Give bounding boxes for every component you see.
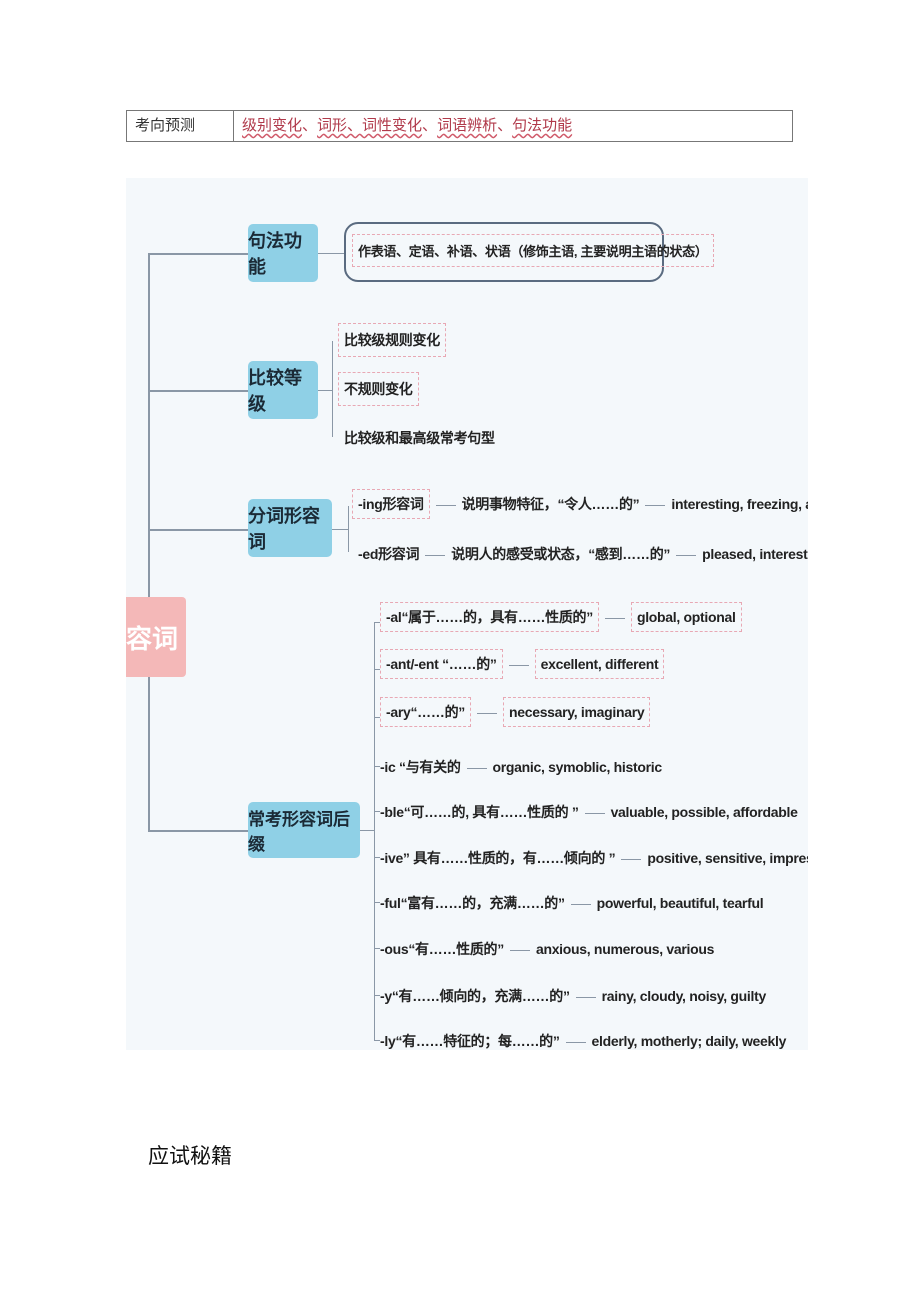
suffix-examples: organic, symoblic, historic — [492, 759, 663, 775]
forecast-link[interactable]: 词形、词性变化 — [317, 118, 423, 134]
suffix-row: -al“属于……的，具有……性质的” global, optional — [380, 602, 742, 632]
suffix-examples: excellent, different — [534, 649, 665, 679]
participle-meaning: 说明事物特征，“令人……的” — [461, 496, 640, 512]
connector — [374, 857, 380, 858]
suffix-row: -ic “与有关的 organic, symoblic, historic — [380, 757, 662, 777]
root-node: 形容词 — [126, 597, 186, 677]
connector — [332, 341, 333, 437]
suffix-examples: valuable, possible, affordable — [610, 804, 798, 820]
participle-row: -ed形容词 说明人的感受或状态，“感到……的” pleased, interest… — [358, 544, 808, 564]
connector — [604, 617, 625, 619]
forecast-link[interactable]: 级别变化 — [242, 118, 303, 134]
suffix-label: -y“有……倾向的，充满……的” — [380, 988, 570, 1004]
suffix-row: -y“有……倾向的，充满……的” rainy, cloudy, noisy, gu… — [380, 986, 766, 1006]
branch-line — [148, 390, 248, 392]
forecast-link[interactable]: 词语辨析 — [437, 118, 498, 134]
separator: 、 — [302, 118, 318, 134]
comparison-leaf: 比较级规则变化 — [338, 323, 446, 357]
branch-line — [148, 830, 248, 832]
syntax-callout — [344, 222, 664, 282]
suffix-label: -ful“富有……的，充满……的” — [380, 895, 565, 911]
connector — [584, 812, 605, 814]
suffix-label: -al“属于……的，具有……性质的” — [380, 602, 599, 632]
suffix-examples: anxious, numerous, various — [535, 941, 715, 957]
branch-comparison: 比较等级 — [248, 361, 318, 419]
mindmap: 形容词 句法功能 作表语、定语、补语、状语（修饰主语, 主要说明主语的状态） 比… — [126, 178, 808, 1050]
participle-row: -ing形容词 说明事物特征，“令人……的” interesting, freezi… — [352, 489, 808, 519]
suffix-label: -ive” 具有……性质的，有……倾向的 ” — [380, 850, 616, 866]
suffix-row: -ant/-ent “……的” excellent, different — [380, 649, 665, 679]
connector — [318, 253, 344, 254]
connector — [476, 712, 497, 714]
connector — [374, 622, 380, 623]
connector — [374, 902, 380, 903]
participle-meaning: 说明人的感受或状态，“感到……的” — [451, 546, 671, 562]
connector — [374, 766, 380, 767]
participle-type: -ing形容词 — [352, 489, 430, 519]
connector — [360, 830, 374, 831]
connector — [509, 949, 530, 951]
trunk-line — [148, 253, 150, 831]
connector — [621, 858, 642, 860]
connector — [374, 669, 380, 670]
comparison-leaf: 不规则变化 — [338, 372, 419, 406]
connector — [332, 529, 348, 530]
participle-examples: pleased, interested, surprised — [702, 546, 808, 562]
suffix-examples: positive, sensitive, impressive — [647, 850, 808, 866]
branch-line — [148, 529, 248, 531]
suffix-examples: necessary, imaginary — [502, 697, 651, 727]
suffix-examples: global, optional — [630, 602, 742, 632]
section-heading: 应试秘籍 — [148, 1145, 232, 1168]
suffix-label: -ble“可……的, 具有……性质的 ” — [380, 804, 579, 820]
suffix-examples: rainy, cloudy, noisy, guilty — [601, 988, 767, 1004]
connector — [570, 903, 591, 905]
comparison-leaf: 比较级和最高级常考句型 — [344, 430, 495, 446]
forecast-items: 级别变化、词形、词性变化、词语辨析、句法功能 — [234, 111, 580, 141]
suffix-row: -ary“……的” necessary, imaginary — [380, 697, 651, 727]
branch-suffixes: 常考形容词后缀 — [248, 802, 360, 858]
branch-line — [148, 253, 248, 255]
participle-examples: interesting, freezing, alarming — [671, 496, 808, 512]
connector — [374, 622, 375, 1040]
connector — [348, 506, 349, 552]
connector — [575, 996, 596, 998]
suffix-label: -ic “与有关的 — [380, 759, 461, 775]
syntax-leaf: 作表语、定语、补语、状语（修饰主语, 主要说明主语的状态） — [352, 234, 714, 267]
connector — [374, 1040, 380, 1041]
connector — [508, 664, 529, 666]
exam-forecast-table: 考向预测 级别变化、词形、词性变化、词语辨析、句法功能 — [126, 110, 793, 142]
connector — [374, 811, 380, 812]
suffix-row: -ble“可……的, 具有……性质的 ” valuable, possible, … — [380, 802, 798, 822]
participle-type: -ed形容词 — [358, 546, 420, 562]
suffix-row: -ous“有……性质的” anxious, numerous, various — [380, 939, 714, 959]
suffix-label: -ly“有……特征的；每……的” — [380, 1033, 560, 1049]
connector — [374, 995, 380, 996]
suffix-row: -ful“富有……的，充满……的” powerful, beautiful, te… — [380, 893, 764, 913]
suffix-examples: elderly, motherly; daily, weekly — [591, 1033, 787, 1049]
suffix-row: -ive” 具有……性质的，有……倾向的 ” positive, sensitiv… — [380, 848, 808, 868]
separator: 、 — [422, 118, 438, 134]
suffix-examples: powerful, beautiful, tearful — [596, 895, 764, 911]
connector — [374, 717, 380, 718]
suffix-label: -ant/-ent “……的” — [380, 649, 503, 679]
branch-syntax: 句法功能 — [248, 224, 318, 282]
branch-participle: 分词形容词 — [248, 499, 332, 557]
connector — [374, 948, 380, 949]
forecast-label: 考向预测 — [127, 111, 234, 141]
suffix-label: -ary“……的” — [380, 697, 471, 727]
separator: 、 — [497, 118, 513, 134]
suffix-label: -ous“有……性质的” — [380, 941, 504, 957]
suffix-row: -ly“有……特征的；每……的” elderly, motherly; daily… — [380, 1031, 786, 1050]
connector — [318, 390, 332, 391]
connector — [565, 1041, 586, 1043]
forecast-link[interactable]: 句法功能 — [512, 118, 573, 134]
connector — [466, 767, 487, 769]
